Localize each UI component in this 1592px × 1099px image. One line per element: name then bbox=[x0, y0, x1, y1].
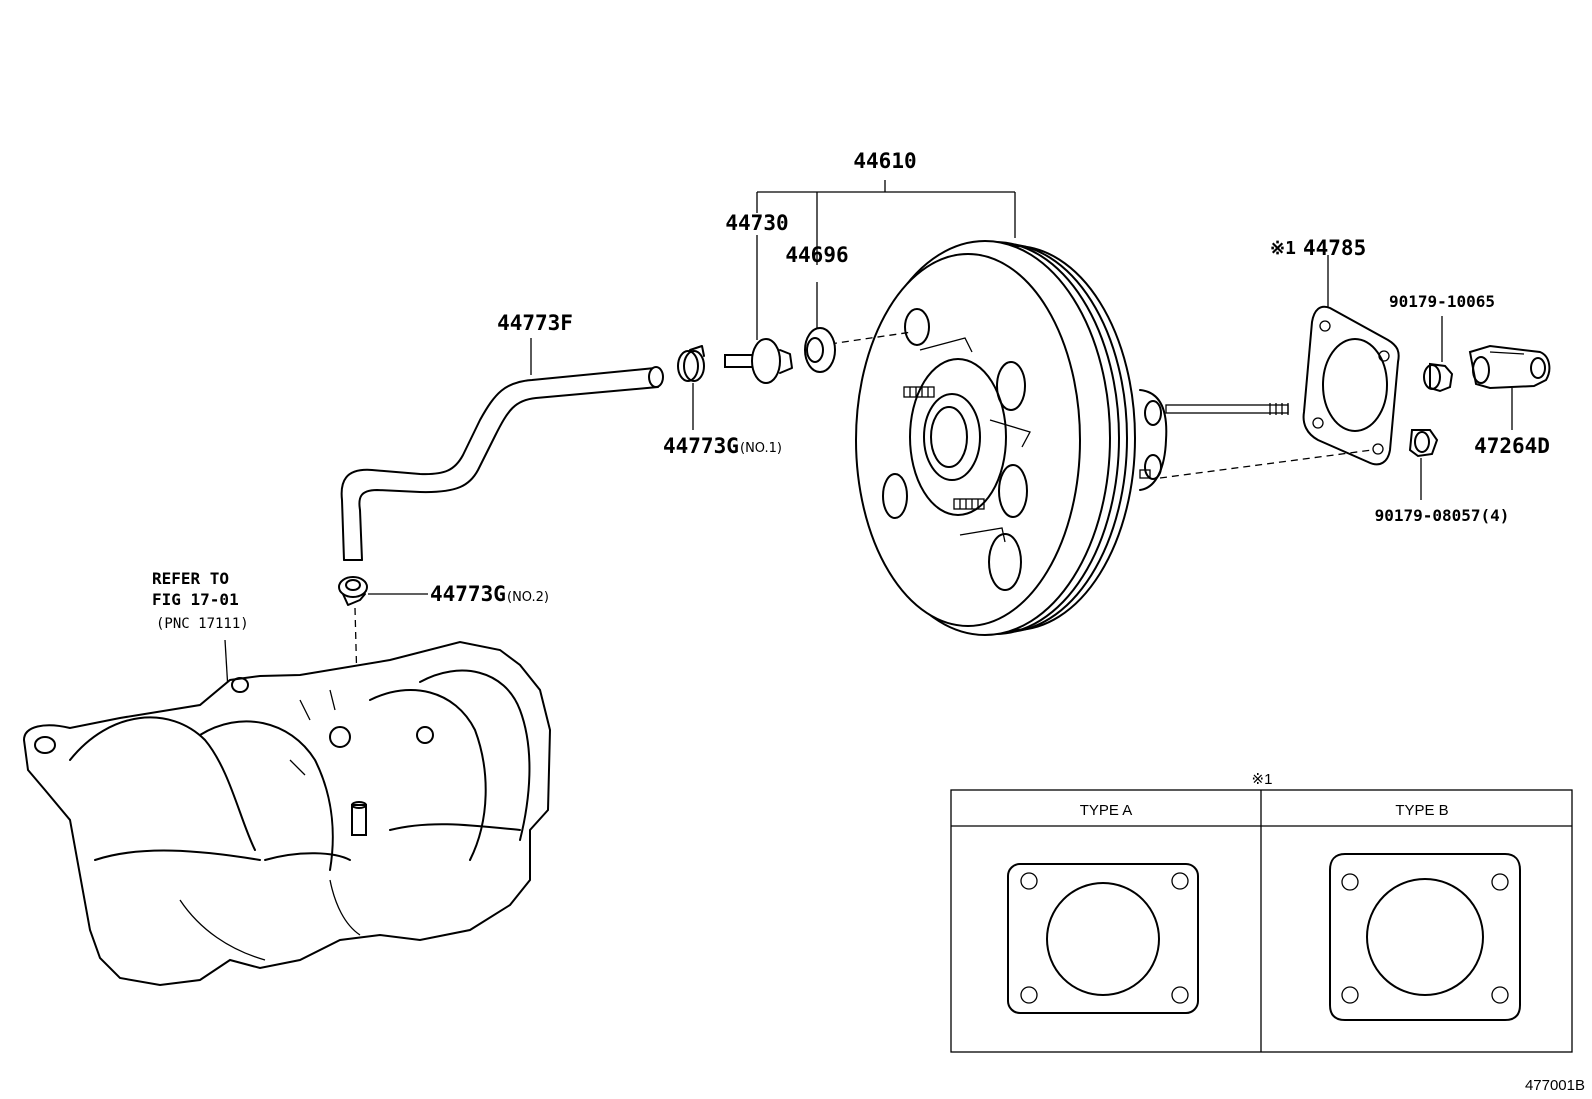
gasket-type-table bbox=[950, 789, 1573, 1053]
label-90179-10065: 90179-10065 bbox=[1389, 292, 1495, 311]
brake-booster-drawing bbox=[829, 240, 1289, 636]
refer-line3: (PNC 17111) bbox=[156, 616, 249, 632]
type-a-header: TYPE A bbox=[1080, 802, 1133, 819]
clevis-drawing bbox=[1468, 344, 1551, 430]
type-b-header: TYPE B bbox=[1395, 802, 1448, 819]
assembly-bracket bbox=[756, 180, 1016, 265]
label-44785: 44785 bbox=[1303, 236, 1366, 260]
clip-no1-drawing bbox=[677, 345, 705, 430]
label-47264D: 47264D bbox=[1474, 434, 1550, 458]
label-44773G-no1: 44773G bbox=[663, 434, 739, 458]
intake-manifold-drawing bbox=[22, 640, 552, 987]
grommet-drawing bbox=[804, 282, 836, 373]
label-44773G-no2-tag: (NO.2) bbox=[507, 590, 549, 605]
label-44773G-no1-tag: (NO.1) bbox=[740, 441, 782, 456]
check-valve-drawing bbox=[724, 235, 793, 384]
refer-line1: REFER TO bbox=[152, 569, 229, 588]
nut-upper-drawing bbox=[1423, 316, 1454, 393]
label-44730: 44730 bbox=[725, 211, 788, 235]
label-44773G-no2: 44773G bbox=[430, 582, 506, 606]
label-90179-08057: 90179-08057(4) bbox=[1375, 506, 1510, 525]
label-44785-mark: ※1 bbox=[1270, 238, 1296, 259]
type-b-gasket-drawing bbox=[1329, 853, 1521, 1021]
vacuum-hose-drawing bbox=[340, 338, 664, 561]
label-44610: 44610 bbox=[853, 149, 916, 173]
label-44773F: 44773F bbox=[497, 311, 573, 335]
illustration-code: 477001B bbox=[1525, 1077, 1585, 1094]
gasket-drawing bbox=[1159, 255, 1400, 479]
inset-mark: ※1 bbox=[1252, 771, 1273, 788]
label-44696: 44696 bbox=[785, 243, 848, 267]
refer-line2: FIG 17-01 bbox=[152, 590, 239, 609]
nut-lower-drawing bbox=[1408, 429, 1439, 500]
type-a-gasket-drawing bbox=[1007, 863, 1199, 1014]
